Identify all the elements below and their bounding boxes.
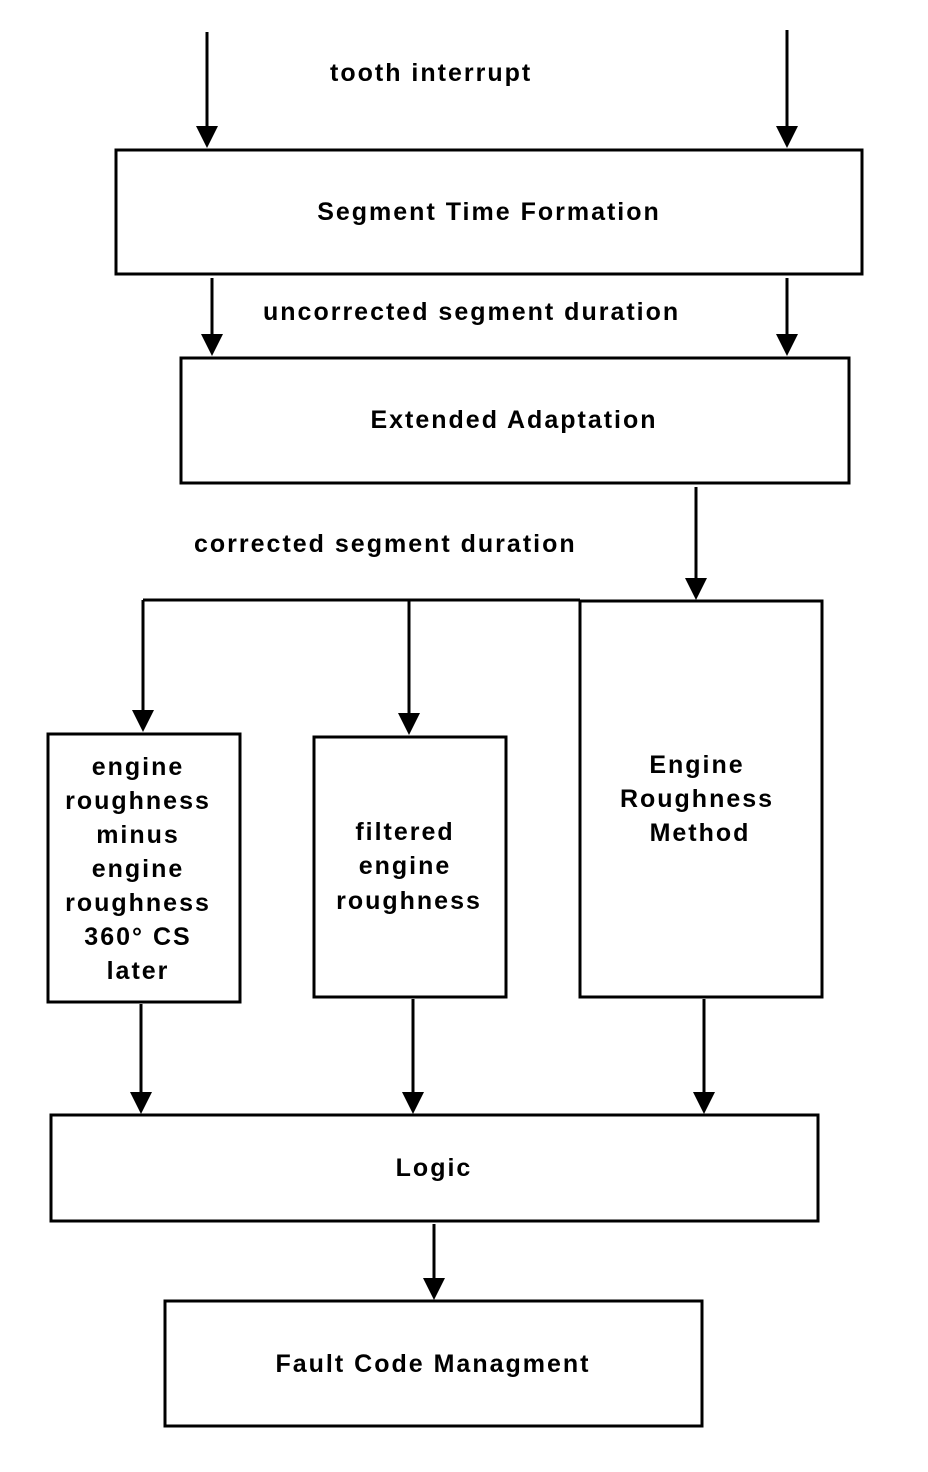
- roughness-method-line-3: Method: [650, 819, 751, 847]
- roughness-difference-line-5: roughness: [65, 889, 211, 917]
- arrow-tooth-interrupt-right: [776, 30, 798, 148]
- arrow-method-to-logic: [693, 999, 715, 1114]
- segment-time-formation-label: Segment Time Formation: [317, 198, 661, 226]
- roughness-difference-box: engine roughness minus engine roughness …: [46, 732, 242, 1004]
- fault-code-management-label: Fault Code Managment: [275, 1350, 590, 1378]
- extended-adaptation-label: Extended Adaptation: [370, 406, 657, 434]
- arrow-uncorrected-right: [776, 278, 798, 356]
- filtered-roughness-line-3: roughness: [336, 887, 482, 915]
- roughness-method-line-1: Engine: [649, 751, 744, 779]
- roughness-difference-line-1: engine: [92, 753, 185, 781]
- fault-code-management-box: Fault Code Managment: [163, 1299, 704, 1428]
- arrow-tooth-interrupt-left: [196, 32, 218, 148]
- roughness-method-box: Engine Roughness Method: [578, 599, 824, 999]
- roughness-method-line-2: Roughness: [620, 785, 774, 813]
- tooth-interrupt-label: tooth interrupt: [330, 59, 532, 87]
- filtered-roughness-box: filtered engine roughness: [312, 735, 508, 999]
- segment-time-formation-box: Segment Time Formation: [114, 148, 864, 276]
- extended-adaptation-box: Extended Adaptation: [179, 356, 851, 485]
- filtered-roughness-line-1: filtered: [355, 818, 454, 846]
- uncorrected-segment-duration-label: uncorrected segment duration: [263, 298, 680, 326]
- arrow-uncorrected-left: [201, 278, 223, 356]
- corrected-segment-duration-label: corrected segment duration: [194, 530, 577, 558]
- arrow-to-filtered-roughness: [398, 600, 420, 735]
- arrow-difference-to-logic: [130, 1004, 152, 1114]
- roughness-difference-line-2: roughness: [65, 787, 211, 815]
- arrow-filtered-to-logic: [402, 999, 424, 1114]
- roughness-difference-line-7: later: [107, 957, 170, 985]
- roughness-difference-line-6: 360° CS: [84, 923, 191, 951]
- filtered-roughness-line-2: engine: [359, 852, 452, 880]
- logic-label: Logic: [396, 1154, 473, 1182]
- roughness-difference-line-3: minus: [96, 821, 180, 849]
- roughness-difference-line-4: engine: [92, 855, 185, 883]
- logic-box: Logic: [49, 1113, 820, 1223]
- arrow-corrected-to-method: [685, 487, 707, 600]
- arrow-logic-to-fault: [423, 1224, 445, 1300]
- arrow-to-roughness-difference: [132, 600, 154, 732]
